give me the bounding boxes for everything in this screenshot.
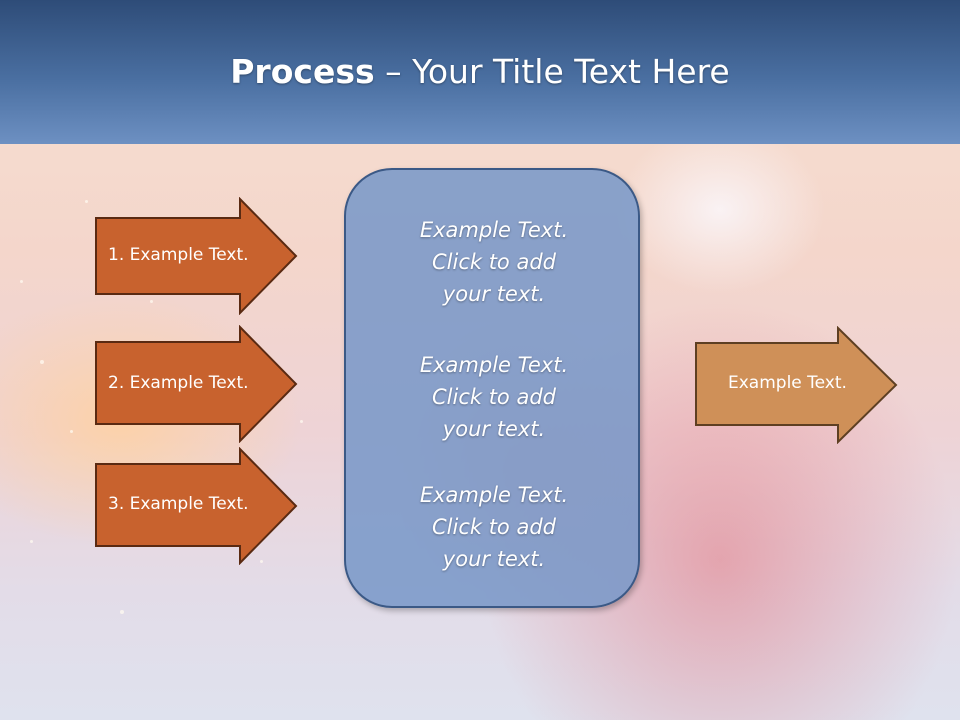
process-arrow-2[interactable]: 2. Example Text. [94,325,300,443]
arrow-shape [95,447,298,565]
process-arrow-1[interactable]: 1. Example Text. [94,197,300,315]
sparkle [20,280,23,283]
arrow-shape [95,197,298,315]
slide-title[interactable]: Process – Your Title Text Here [0,52,960,91]
title-rest: – Your Title Text Here [374,52,730,91]
sparkle [30,540,33,543]
arrow-shape [695,326,898,444]
para-line: your text. [442,282,546,306]
title-bar: Process – Your Title Text Here [0,0,960,144]
para-line: Click to add [431,385,556,409]
para-line: Click to add [431,250,556,274]
sparkle [85,200,88,203]
sparkle [150,300,153,303]
sparkle [40,360,44,364]
process-arrow-3[interactable]: 3. Example Text. [94,447,300,565]
arrow-shape [95,325,298,443]
para-line: Example Text. [419,353,569,377]
arrow-label: 2. Example Text. [108,373,249,393]
para-line: your text. [442,547,546,571]
arrow-label: 3. Example Text. [108,494,249,514]
sparkle [260,560,263,563]
center-paragraph-2: Example Text. Click to add your text. [346,349,642,445]
para-line: your text. [442,417,546,441]
center-paragraph-1: Example Text. Click to add your text. [346,214,642,310]
arrow-label: 1. Example Text. [108,245,249,265]
arrow-label: Example Text. [728,373,847,393]
title-bold: Process [230,52,375,91]
result-arrow[interactable]: Example Text. [694,326,900,444]
sparkle [70,430,73,433]
center-text-box[interactable]: Example Text. Click to add your text. Ex… [344,168,640,608]
para-line: Example Text. [419,483,569,507]
para-line: Click to add [431,515,556,539]
center-paragraph-3: Example Text. Click to add your text. [346,479,642,575]
sparkle [300,420,303,423]
para-line: Example Text. [419,218,569,242]
sparkle [120,610,124,614]
